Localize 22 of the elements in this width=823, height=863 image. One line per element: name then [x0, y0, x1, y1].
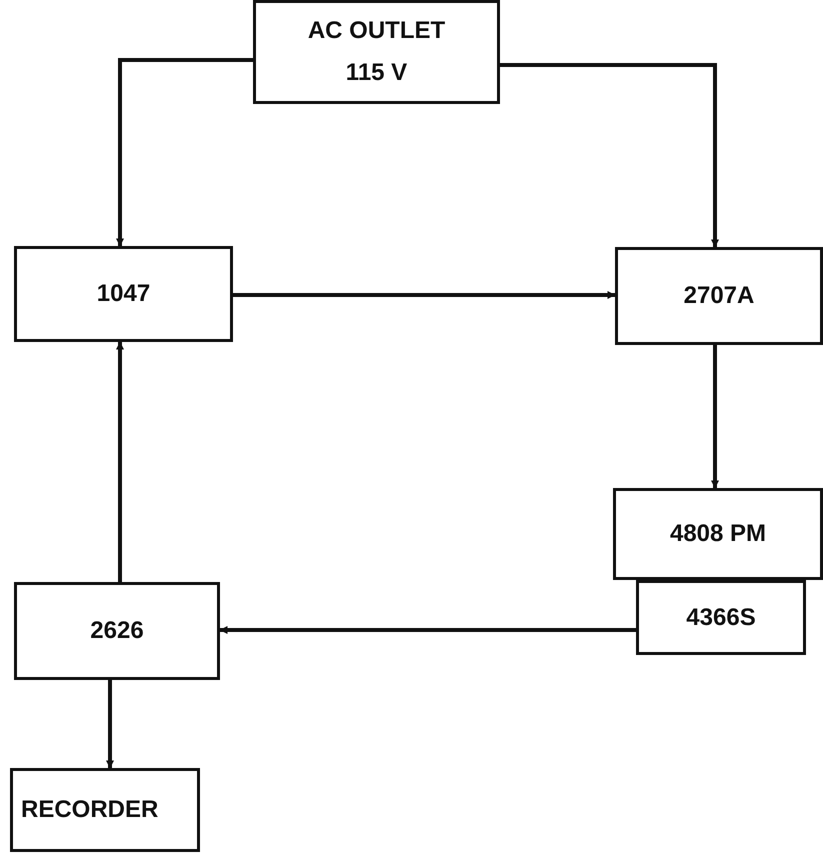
box-label: 4366S	[686, 604, 756, 632]
device-box	[613, 488, 823, 580]
device-box	[636, 580, 806, 655]
device-box	[253, 0, 500, 104]
arrow	[116, 58, 253, 246]
arrow	[116, 342, 124, 582]
device-box	[10, 768, 200, 852]
box-label: 115 V	[346, 59, 408, 87]
arrow	[220, 626, 636, 634]
arrow	[233, 291, 616, 299]
box-label: 4808 PM	[670, 520, 766, 548]
box-label: 1047	[96, 280, 150, 308]
arrow	[500, 63, 719, 248]
box-label: 2707A	[684, 282, 754, 310]
device-box	[615, 247, 823, 345]
box-label: 2626	[90, 617, 144, 645]
box-label: RECORDER	[21, 796, 158, 824]
box-label: AC OUTLET	[308, 17, 446, 45]
arrow	[106, 680, 114, 768]
device-box	[14, 582, 220, 680]
device-box	[14, 246, 233, 342]
arrow	[711, 345, 719, 488]
